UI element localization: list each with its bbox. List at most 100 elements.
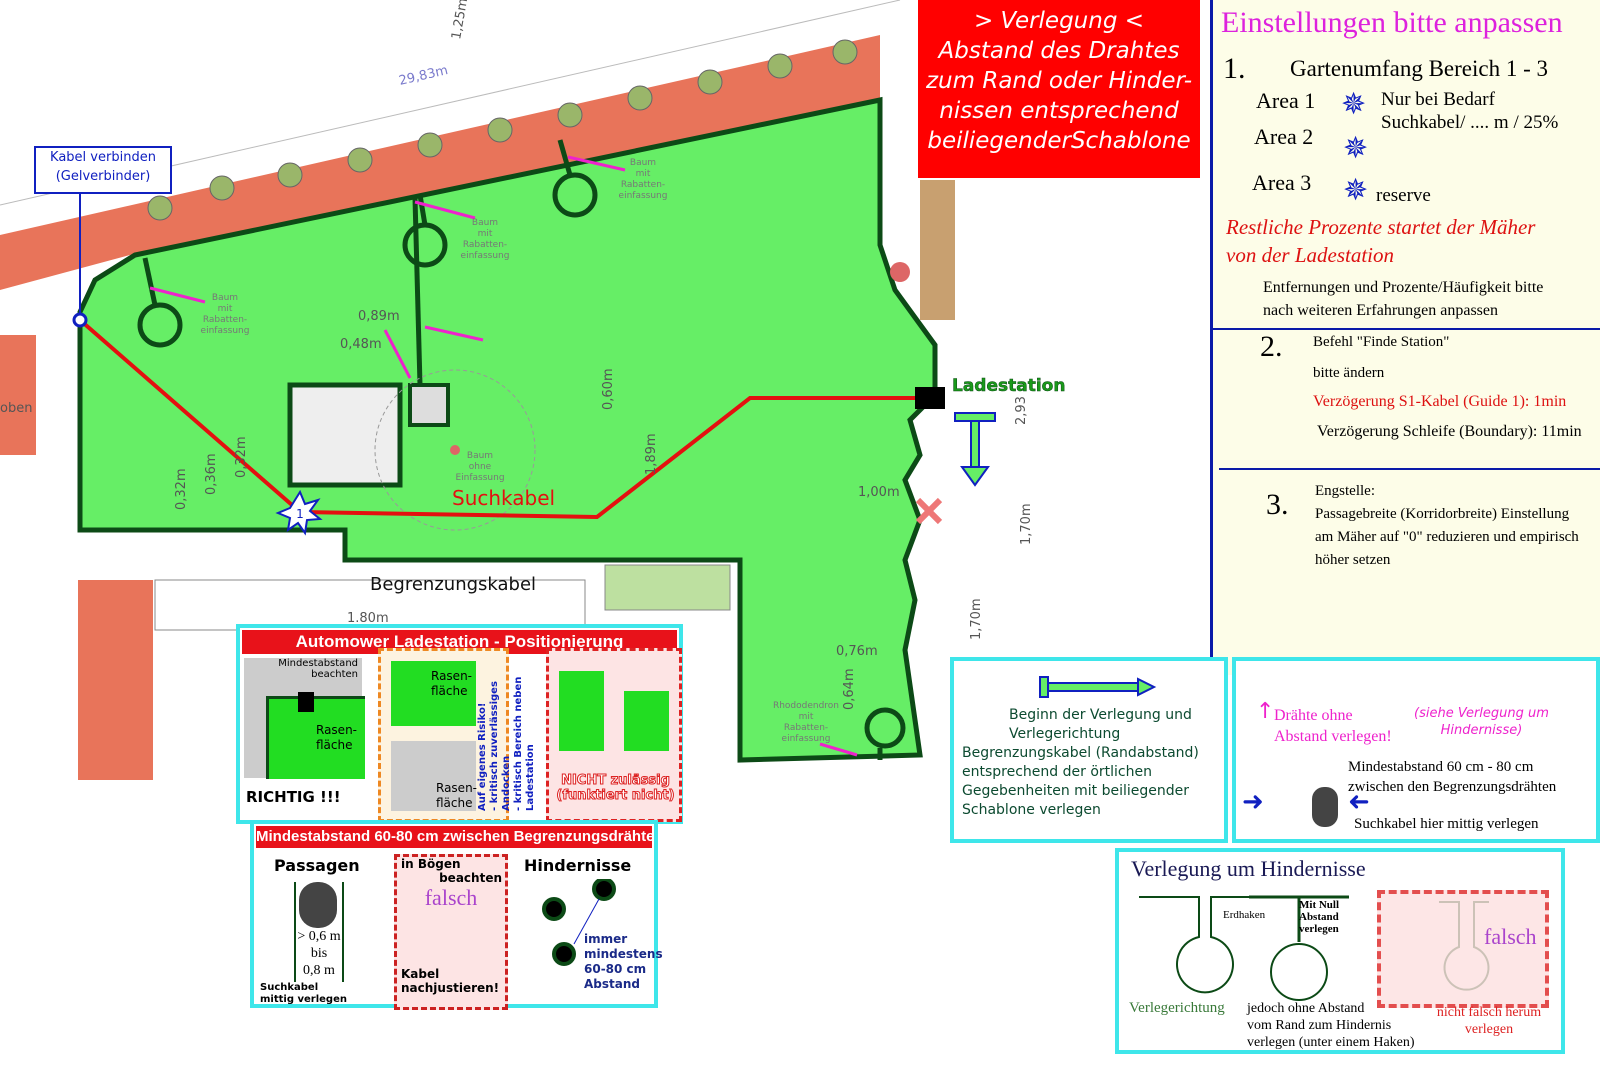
plan-rhodo-label-0: Rhododendron [773,701,839,711]
hindernis-box-jedoch-2: verlegen (unter einem Haken) [1247,1035,1415,1050]
settings-panel: Einstellungen bitte anpassen 1. Gartenum… [1210,0,1600,675]
draehte-box-magenta-0: Drähte ohne [1274,707,1353,724]
dim-170a: 1,70m [1019,503,1034,545]
draehte-box-suchkabel: Suchkabel hier mittig verlegen [1354,816,1539,832]
mindest-box-hindernisse: Hindernisse [524,856,632,875]
hindernis-box-jedoch-0: jedoch ohne Abstand [1247,1001,1365,1016]
hindernis-box-verlegerichtung: Verlegerichtung [1129,1000,1225,1016]
plan-tree-label-1: mit [218,304,233,314]
mindest-box-passagen: Passagen [274,856,360,875]
pillar [408,383,450,427]
settings-title: Einstellungen bitte anpassen [1221,6,1563,39]
red-banner-4: beiliegenderSchablone [927,128,1191,154]
plan-tree-label-1: mit [478,229,493,239]
mindest-box-kabel-0: Kabel [401,967,440,981]
guide-wire [78,318,925,520]
shed [920,180,955,320]
plan-kabel-verbinden-0: Kabel verbinden [50,150,156,165]
dim-100: 1,00m [858,485,900,500]
start-direction-arrow [954,412,996,487]
hindernis-box-jedoch-1: vom Rand zum Hindernis [1247,1018,1392,1033]
dim-top-length: 29,83m [398,63,450,89]
marker [890,262,910,282]
obstacle-diagram [542,879,616,966]
house-roof-left [0,335,36,455]
mindest-box-immer-2: 60-80 cm [584,962,647,976]
minimum-distance-box: Mindestabstand 60-80 cm zwischen Begrenz… [250,820,663,1010]
connector-icon [72,312,88,328]
ladestation-box-nicht-1: (funktiert nicht) [556,788,675,804]
plan-tree-label-1: mit [636,169,651,179]
ladestation-box-risiko-1: - kritisch zuverlässiges Andocken [489,681,512,811]
red-banner-0: > Verlegung < [973,8,1145,34]
settings-s2-lines-0: Befehl "Finde Station" [1313,334,1450,350]
ladestation-box-risiko-2: - kritisch Bereich neben Ladestation [513,676,536,811]
mindest-box-suchkabel-1: mittig verlegen [260,994,347,1005]
plan-tree-label-2: Rabatten- [463,240,507,250]
tree-connectors [142,139,883,760]
settings-s2-num: 2. [1260,330,1283,363]
plan-rhodo-label-3: einfassung [782,734,831,744]
start-arrow-icon [1039,676,1157,698]
plan-tree-label-0: Baum [630,158,656,168]
dim-032b: 0,32m [234,436,249,478]
ladestation-box-rasen-1: fläche [431,684,468,698]
dim-032a: 0,32m [174,468,189,510]
dim-076: 0,76m [836,644,878,659]
hedge [604,564,731,611]
beginn-box-lines-0: Beginn der Verlegung und [1009,707,1192,723]
ladestation-box-rasen-0: Rasen- [431,669,472,683]
label-oben: oben [0,401,32,416]
settings-s2-black: Verzögerung Schleife (Boundary): 11min [1317,423,1582,440]
mower-icon [299,882,337,928]
star-1-label: 1 [296,507,304,521]
richtig-label: RICHTIG !!! [246,788,341,806]
dim-top-offset: 1,25m [449,0,471,41]
terrace-block [287,382,403,488]
obstacles-box: Verlegung um Hindernisse falsch Erdhaken… [1115,848,1565,1054]
mindest-box-pass-dim-2: 0,8 m [303,963,335,978]
settings-areas-2-label: Area 3 [1252,170,1312,195]
star-2-icon: ✵ [1343,132,1369,165]
dim-189: 1,89m [644,433,659,475]
plan-tree-label-3: einfassung [201,326,250,336]
ladestation-box-nicht-0: NICHT zulässig [561,773,671,789]
plan-tree-center-label-1: ohne [469,462,492,472]
plan-tree-label-2: Rabatten- [621,180,665,190]
ladestation-box-rasen-0: Rasen- [436,781,477,795]
dim-293: 2,93 [1014,396,1029,425]
ladestation-box-mindest-1: beachten [311,669,358,680]
settings-s3-num: 3. [1266,488,1289,521]
plan-kabel-verbinden-1: (Gelverbinder) [55,169,151,184]
mindest-box-suchkabel-0: Suchkabel [260,982,319,993]
plan-tree-label-0: Baum [212,293,238,303]
ladestation-box-rasen-1: fläche [436,796,473,810]
ladestation-box-rasen-0: Rasen- [316,723,357,737]
draehte-box-mindest-1: zwischen den Begrenzungsdrähten [1348,779,1557,795]
dim-180: 1.80m [347,611,389,626]
beginn-box-lines-1: Verlegerichtung [1009,726,1121,742]
arrow-right-icon: ➜ [1242,787,1264,817]
settings-areas-1-label: Area 2 [1254,124,1314,149]
red-banner-2: zum Rand oder Hinder- [925,68,1193,94]
charging-station-label: Ladestation [952,376,1065,396]
star-1-icon: ✵ [1341,88,1367,121]
plan-rhodo-label-2: Rabatten- [784,723,828,733]
beginn-box-lines-2: Begrenzungskabel (Randabstand) [962,745,1199,761]
magenta-arrows [149,155,858,757]
settings-area3-note: reserve [1376,185,1431,206]
divider [1213,328,1600,330]
draehte-box-siehe-0: (siehe Verlegung um [1414,706,1549,721]
plan-tree-center-label-0: Baum [467,451,493,461]
mindest-box-kabel-1: nachjustieren! [401,981,500,995]
garden-plan: 1 29,83m 1,25m 0,89m 0,48m 0,60m 0,32m 0… [0,0,1066,780]
dimension-labels: 29,83m 1,25m 0,89m 0,48m 0,60m 0,32m 0,3… [0,0,1034,710]
guide-wire-label: Suchkabel [452,486,555,510]
settings-s3-lines-2: am Mäher auf "0" reduzieren und empirisc… [1315,529,1579,545]
hindernis-box-null-0: Mit Null [1299,899,1340,911]
plan-tree-label-3: einfassung [461,251,510,261]
dim-170b: 1,70m [969,598,984,640]
plan-tree-label-2: Rabatten- [203,315,247,325]
